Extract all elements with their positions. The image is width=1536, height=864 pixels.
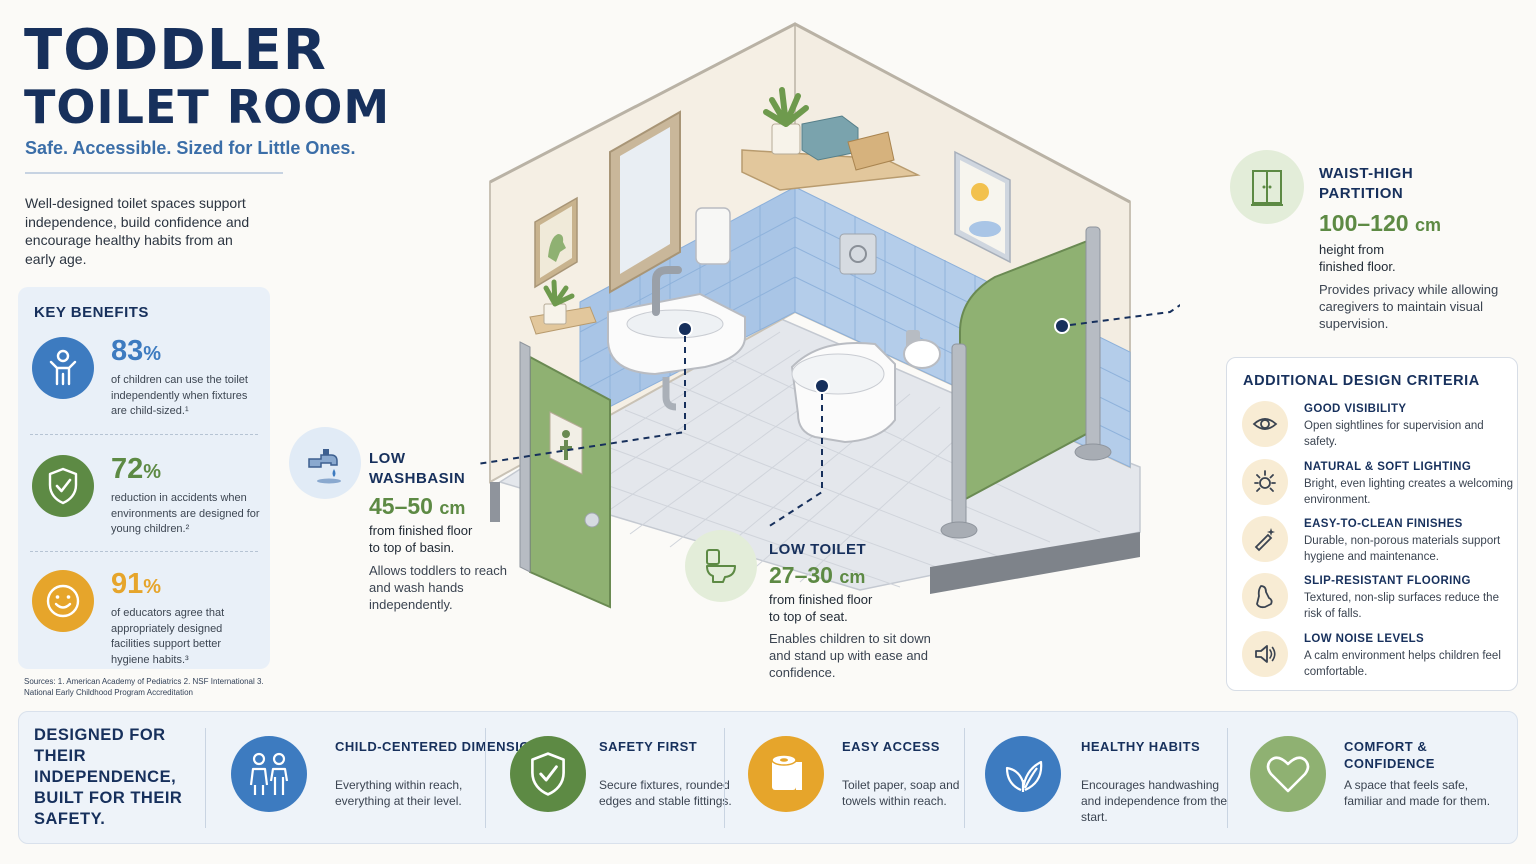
benefit-stat: 72% reduction in accidents when environm…	[18, 453, 270, 563]
benefit-text: of educators agree that appropriately de…	[111, 607, 225, 666]
partition-sub-1: height from	[1319, 242, 1385, 257]
feature-divider	[724, 728, 725, 828]
page-title-line1: TODDLER	[24, 18, 327, 83]
faucet-icon	[289, 427, 361, 499]
design-criteria-heading: ADDITIONAL DESIGN CRITERIA	[1243, 373, 1480, 389]
partition-height: 100–120	[1319, 210, 1409, 236]
criteria-item: SLIP-RESISTANT FLOORING Textured, non-sl…	[1227, 573, 1519, 629]
benefit-stat: 83% of children can use the toilet indep…	[18, 335, 270, 445]
child-icon	[32, 337, 94, 399]
criteria-title: SLIP-RESISTANT FLOORING	[1304, 575, 1471, 587]
washbasin-unit: cm	[439, 498, 466, 518]
shield-check-icon	[510, 736, 586, 812]
toilet-sub-1: from finished floor	[769, 592, 873, 607]
feature-desc: Everything within reach, everything at t…	[335, 778, 463, 808]
page-subtitle: Safe. Accessible. Sized for Little Ones.	[25, 138, 356, 158]
benefit-stat: 91% of educators agree that appropriatel…	[18, 568, 270, 678]
criteria-desc: Textured, non-slip surfaces reduce the r…	[1304, 592, 1499, 620]
toilet-height: 27–30	[769, 562, 833, 588]
feature-divider	[964, 728, 965, 828]
sources-note: Sources: 1. American Academy of Pediatri…	[24, 677, 264, 697]
washbasin-sub-2: to top of basin.	[369, 540, 455, 555]
sun-icon	[1242, 459, 1288, 505]
criteria-title: GOOD VISIBILITY	[1304, 403, 1407, 415]
foot-icon	[1242, 573, 1288, 619]
criteria-item: NATURAL & SOFT LIGHTING Bright, even lig…	[1227, 459, 1519, 515]
washbasin-title-2: WASHBASIN	[369, 470, 466, 487]
feature-title: EASY ACCESS	[842, 739, 940, 754]
toilet-title: LOW TOILET	[769, 541, 867, 558]
feature-divider	[485, 728, 486, 828]
washbasin-title: LOW	[369, 450, 406, 467]
benefit-unit: %	[143, 461, 162, 483]
benefit-divider	[30, 551, 258, 552]
criteria-desc: Bright, even lighting creates a welcomin…	[1304, 478, 1514, 506]
feature-divider	[1227, 728, 1228, 828]
page-title-line2: TOILET ROOM	[24, 80, 391, 134]
feature-desc: Secure fixtures, rounded edges and stabl…	[599, 778, 732, 808]
partition-title-2: PARTITION	[1319, 185, 1404, 202]
criteria-desc: A calm environment helps children feel c…	[1304, 650, 1501, 678]
toilet-paper-icon	[748, 736, 824, 812]
toilet-desc: Enables children to sit down and stand u…	[769, 631, 931, 680]
feature-title: SAFETY FIRST	[599, 739, 698, 754]
washbasin-desc: Allows toddlers to reach and wash hands …	[369, 563, 508, 612]
toilet-unit: cm	[839, 567, 866, 587]
feature-desc: A space that feels safe, familiar and ma…	[1344, 778, 1491, 808]
criteria-item: LOW NOISE LEVELS A calm environment help…	[1227, 631, 1519, 687]
partition-desc: Provides privacy while allowing caregive…	[1319, 282, 1499, 331]
criteria-item: GOOD VISIBILITY Open sightlines for supe…	[1227, 401, 1519, 457]
feature-title: HEALTHY HABITS	[1081, 739, 1201, 754]
criteria-desc: Open sightlines for supervision and safe…	[1304, 420, 1484, 448]
washbasin-height: 45–50	[369, 493, 433, 519]
benefit-unit: %	[143, 576, 162, 598]
feature-title: COMFORT & CONFIDENCE	[1344, 739, 1435, 771]
shield-check-icon	[32, 455, 94, 517]
leaf-icon	[985, 736, 1061, 812]
title-divider	[25, 172, 283, 174]
partition-sub-2: finished floor.	[1319, 259, 1396, 274]
key-benefits-panel: KEY BENEFITS 83% of children can use the…	[18, 287, 270, 669]
benefit-value: 91	[111, 568, 144, 600]
children-icon	[231, 736, 307, 812]
criteria-desc: Durable, non-porous materials support hy…	[1304, 535, 1501, 563]
design-criteria-panel: ADDITIONAL DESIGN CRITERIA GOOD VISIBILI…	[1226, 357, 1518, 691]
feature-title: CHILD-CENTERED DIMENSIONS	[335, 739, 550, 754]
benefit-unit: %	[143, 343, 162, 365]
features-band: DESIGNED FOR THEIR INDEPENDENCE, BUILT F…	[18, 711, 1518, 844]
benefit-value: 83	[111, 335, 144, 367]
benefit-divider	[30, 434, 258, 435]
smiley-icon	[32, 570, 94, 632]
benefit-text: reduction in accidents when environments…	[111, 492, 260, 535]
intro-text: Well-designed toilet spaces support inde…	[25, 195, 250, 267]
partition-unit: cm	[1414, 215, 1441, 235]
criteria-title: NATURAL & SOFT LIGHTING	[1304, 461, 1472, 473]
sparkle-clean-icon	[1242, 516, 1288, 562]
criteria-title: LOW NOISE LEVELS	[1304, 633, 1425, 645]
benefit-text: of children can use the toilet independe…	[111, 374, 248, 417]
feature-desc: Encourages handwashing and independence …	[1081, 778, 1228, 824]
eye-icon	[1242, 401, 1288, 447]
criteria-title: EASY-TO-CLEAN FINISHES	[1304, 518, 1463, 530]
key-benefits-heading: KEY BENEFITS	[34, 304, 149, 321]
criteria-item: EASY-TO-CLEAN FINISHES Durable, non-poro…	[1227, 516, 1519, 572]
toilet-icon	[685, 530, 757, 602]
toilet-sub-2: to top of seat.	[769, 609, 848, 624]
benefit-value: 72	[111, 453, 144, 485]
heart-icon	[1250, 736, 1326, 812]
feature-divider	[205, 728, 206, 828]
washbasin-sub-1: from finished floor	[369, 523, 473, 538]
partition-title: WAIST-HIGH	[1319, 165, 1414, 182]
toilet-room-illustration	[480, 22, 1180, 609]
partition-icon	[1230, 150, 1304, 224]
feature-desc: Toilet paper, soap and towels within rea…	[842, 778, 960, 808]
tagline: DESIGNED FOR THEIR INDEPENDENCE, BUILT F…	[34, 726, 183, 828]
speaker-icon	[1242, 631, 1288, 677]
